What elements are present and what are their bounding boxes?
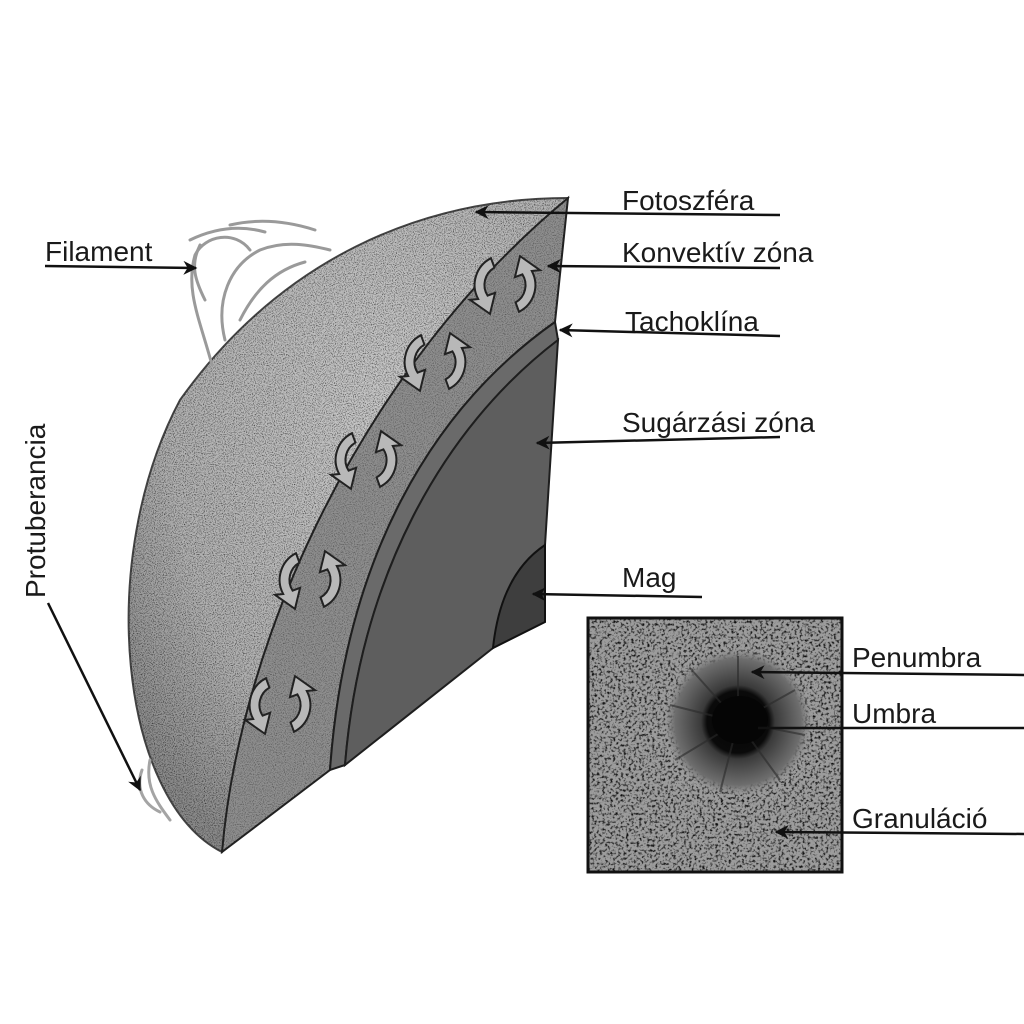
arrow-filament [44, 260, 198, 275]
label-protuberancia: Protuberancia [20, 423, 51, 598]
arrow-protuberancia [46, 602, 142, 792]
arrow-konvektiv [546, 259, 781, 274]
arrow-granulacio [774, 825, 1024, 840]
core [491, 543, 546, 650]
arrow-tachoklina [558, 323, 781, 338]
umbra-region [712, 696, 768, 744]
label-tachoklina: Tachoklína [625, 306, 759, 337]
label-sugarzasi-zona: Sugárzási zóna [622, 407, 815, 438]
sunspot-inset [586, 616, 844, 874]
label-penumbra: Penumbra [852, 642, 982, 673]
label-fotoszfera: Fotoszféra [622, 185, 755, 216]
label-mag: Mag [622, 562, 676, 593]
label-konvektiv-zona: Konvektív zóna [622, 237, 814, 268]
label-granulacio: Granuláció [852, 803, 987, 834]
arrow-mag [531, 587, 703, 602]
arrow-fotoszfera [474, 205, 781, 220]
leader-lines [44, 205, 1024, 840]
label-filament: Filament [45, 236, 153, 267]
radiative-zone [343, 337, 560, 768]
filament-wisps [188, 219, 332, 367]
protuberance-wisps [138, 758, 172, 822]
arrow-penumbra [750, 665, 1024, 680]
label-umbra: Umbra [852, 698, 936, 729]
arrow-sugarzasi [535, 435, 781, 450]
